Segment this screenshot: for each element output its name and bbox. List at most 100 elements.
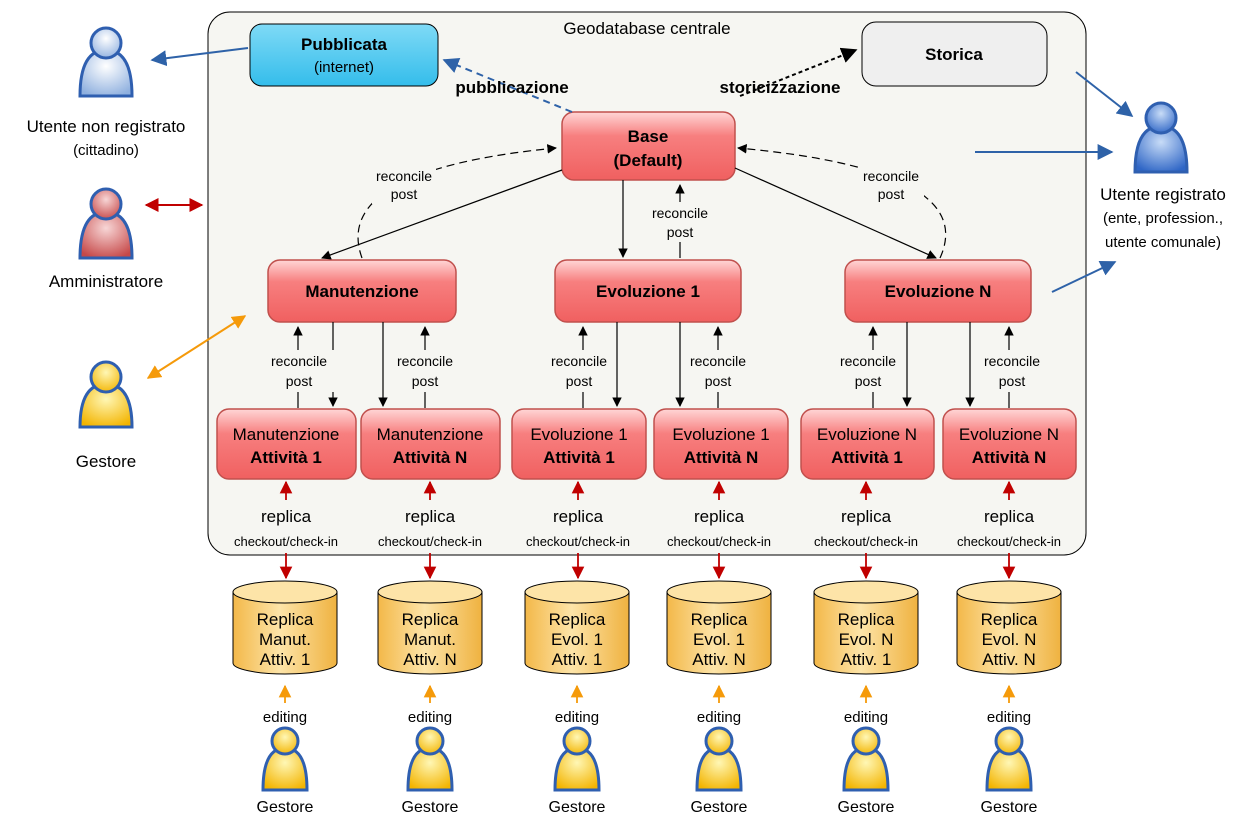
svg-text:editing: editing	[697, 709, 741, 726]
utente-non-registrato-line2: (cittadino)	[73, 142, 139, 159]
activity-box-evoluzione1-n[interactable]: Evoluzione 1 Attività N	[653, 408, 789, 480]
gestore-label: Gestore	[76, 452, 136, 471]
activity-box-manutenzione-1[interactable]: Manutenzione Attività 1	[216, 408, 357, 480]
gestore-user-1[interactable]: Gestore	[257, 726, 314, 816]
replica-labels: replica checkout/check-in replica checko…	[234, 507, 1061, 549]
svg-text:Attiv. N: Attiv. N	[982, 650, 1036, 669]
utente-registrato-line2: (ente, profession.,	[1103, 210, 1223, 227]
svg-text:Attività 1: Attività 1	[543, 448, 615, 467]
replica-db-manut-n[interactable]: Replica Manut. Attiv. N	[377, 580, 483, 675]
version-evoluzione-1[interactable]: Evoluzione 1	[554, 259, 742, 323]
version-evoluzione-n[interactable]: Evoluzione N	[844, 259, 1032, 323]
replica-arrows	[279, 480, 1016, 580]
actor-utente-registrato[interactable]: Utente registrato (ente, profession., ut…	[1100, 101, 1226, 251]
svg-text:Evol. N: Evol. N	[982, 630, 1037, 649]
svg-text:Gestore: Gestore	[257, 799, 314, 816]
editing-labels: editing editing editing editing editing …	[263, 709, 1031, 726]
svg-text:Replica: Replica	[838, 610, 895, 629]
database-cylinder-icon	[956, 592, 1062, 675]
svg-text:Attiv. N: Attiv. N	[403, 650, 457, 669]
svg-text:post: post	[855, 373, 882, 389]
evoluzioneN-label: Evoluzione N	[885, 282, 992, 301]
reconcile-label: reconcile	[376, 168, 432, 184]
svg-text:Attività 1: Attività 1	[250, 448, 322, 467]
activity-box-evoluzione1-1[interactable]: Evoluzione 1 Attività 1	[511, 408, 647, 480]
actor-utente-non-registrato[interactable]: Utente non registrato (cittadino)	[27, 26, 186, 159]
database-cylinder-icon	[232, 592, 338, 675]
gestore-user-4[interactable]: Gestore	[691, 726, 748, 816]
version-storica[interactable]: Storica	[861, 21, 1048, 87]
user-yellow-icon	[261, 726, 309, 792]
svg-text:checkout/check-in: checkout/check-in	[234, 534, 338, 549]
svg-text:reconcile: reconcile	[271, 353, 327, 369]
arrow-base-manutenzione	[321, 169, 563, 260]
replica-db-evol1-n[interactable]: Replica Evol. 1 Attiv. N	[666, 580, 772, 675]
svg-text:reconcile: reconcile	[840, 353, 896, 369]
svg-text:checkout/check-in: checkout/check-in	[378, 534, 482, 549]
version-base[interactable]: Base (Default)	[561, 111, 736, 181]
svg-text:checkout/check-in: checkout/check-in	[814, 534, 918, 549]
svg-text:Attività N: Attività N	[684, 448, 759, 467]
svg-text:Gestore: Gestore	[549, 799, 606, 816]
gestore-user-3[interactable]: Gestore	[549, 726, 606, 816]
svg-text:replica: replica	[553, 507, 604, 526]
version-pubblicata[interactable]: Pubblicata (internet)	[249, 23, 439, 87]
replica-db-manut-1[interactable]: Replica Manut. Attiv. 1	[232, 580, 338, 675]
svg-text:Replica: Replica	[549, 610, 606, 629]
version-manutenzione[interactable]: Manutenzione	[267, 259, 457, 323]
arrow-evoluzione-utente-registrato	[1051, 260, 1117, 293]
svg-text:Manutenzione: Manutenzione	[377, 425, 484, 444]
database-cylinder-icon	[813, 592, 919, 675]
actor-gestore[interactable]: Gestore	[76, 360, 136, 471]
base-line1: Base	[628, 127, 669, 146]
replica-db-evolN-1[interactable]: Replica Evol. N Attiv. 1	[813, 580, 919, 675]
svg-text:Manut.: Manut.	[404, 630, 456, 649]
actor-amministratore[interactable]: Amministratore	[49, 187, 163, 291]
container-title: Geodatabase centrale	[563, 19, 730, 38]
reconcile-label: reconcile	[652, 205, 708, 221]
svg-text:Attiv. 1: Attiv. 1	[260, 650, 311, 669]
replica-db-evolN-n[interactable]: Replica Evol. N Attiv. N	[956, 580, 1062, 675]
database-cylinder-icon	[666, 592, 772, 675]
svg-text:post: post	[705, 373, 732, 389]
label-storicizzazione: storicizzazione	[720, 78, 841, 97]
svg-text:Attiv. 1: Attiv. 1	[841, 650, 892, 669]
storica-title: Storica	[925, 45, 983, 64]
gestore-user-2[interactable]: Gestore	[402, 726, 459, 816]
utente-registrato-line1: Utente registrato	[1100, 185, 1226, 204]
svg-text:editing: editing	[263, 709, 307, 726]
svg-text:Attiv. 1: Attiv. 1	[552, 650, 603, 669]
svg-text:Gestore: Gestore	[838, 799, 895, 816]
gestore-user-5[interactable]: Gestore	[838, 726, 895, 816]
svg-text:reconcile: reconcile	[984, 353, 1040, 369]
svg-text:replica: replica	[405, 507, 456, 526]
svg-text:Evoluzione N: Evoluzione N	[959, 425, 1059, 444]
pubblicata-sub: (internet)	[314, 59, 374, 76]
arrow-storica-utente-registrato	[1075, 71, 1134, 117]
svg-text:Replica: Replica	[981, 610, 1038, 629]
svg-text:Replica: Replica	[691, 610, 748, 629]
evoluzione1-label: Evoluzione 1	[596, 282, 700, 301]
svg-text:Evoluzione 1: Evoluzione 1	[672, 425, 769, 444]
activity-box-evoluzioneN-1[interactable]: Evoluzione N Attività 1	[800, 408, 935, 480]
svg-text:replica: replica	[841, 507, 892, 526]
post-label: post	[878, 186, 905, 202]
svg-text:Attiv. N: Attiv. N	[692, 650, 746, 669]
svg-text:Attività N: Attività N	[393, 448, 468, 467]
activity-box-evoluzioneN-n[interactable]: Evoluzione N Attività N	[942, 408, 1077, 480]
svg-text:editing: editing	[408, 709, 452, 726]
manutenzione-label: Manutenzione	[305, 282, 418, 301]
svg-text:Gestore: Gestore	[691, 799, 748, 816]
arrow-gestore	[146, 315, 247, 379]
user-yellow-icon	[78, 360, 134, 429]
svg-text:editing: editing	[555, 709, 599, 726]
svg-text:editing: editing	[844, 709, 888, 726]
reconcile-post-activity-labels: reconcile post reconcile post reconcile …	[263, 350, 1048, 392]
svg-text:post: post	[286, 373, 313, 389]
utente-non-registrato-line1: Utente non registrato	[27, 117, 186, 136]
svg-text:Evol. 1: Evol. 1	[693, 630, 745, 649]
gestore-user-6[interactable]: Gestore	[981, 726, 1038, 816]
replica-db-evol1-1[interactable]: Replica Evol. 1 Attiv. 1	[524, 580, 630, 675]
svg-text:post: post	[999, 373, 1026, 389]
activity-box-manutenzione-n[interactable]: Manutenzione Attività N	[360, 408, 501, 480]
